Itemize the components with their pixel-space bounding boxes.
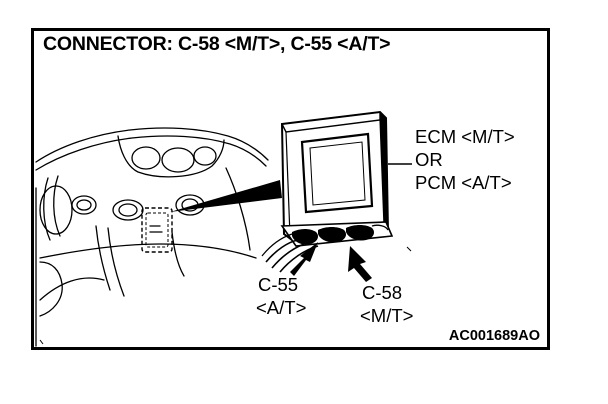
c58-connector-name: C-58: [362, 282, 403, 303]
ecm-unit: [280, 110, 390, 242]
unit-label-line3: PCM <A/T>: [415, 172, 512, 193]
c58-arrow: [348, 246, 372, 282]
unit-label-line1: ECM <M/T>: [415, 126, 515, 147]
c55-arrow: [290, 242, 318, 276]
dashboard-illustration: [35, 127, 269, 347]
diagram-frame: [31, 28, 550, 350]
diagram-title: CONNECTOR: C-58 <M/T>, C-55 <A/T>: [43, 33, 391, 55]
c58-connector-type: <M/T>: [360, 305, 414, 326]
c55-connector-name: C-55: [258, 274, 299, 295]
unit-label-line2: OR: [415, 149, 443, 170]
connector-block: [261, 221, 394, 273]
magnification-pointer: [170, 180, 282, 212]
figure-code: AC001689AO: [448, 328, 540, 344]
c55-connector-type: <A/T>: [256, 297, 307, 318]
ecu-location-marker: [141, 207, 173, 253]
